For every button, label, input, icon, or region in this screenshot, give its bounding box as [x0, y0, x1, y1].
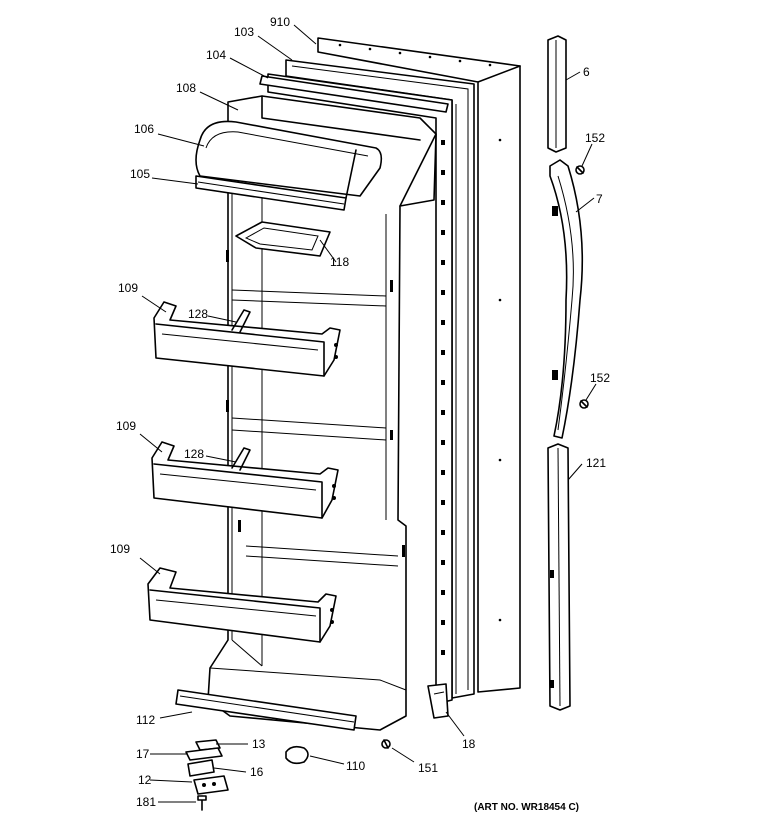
label-181: 181	[136, 795, 156, 809]
label-6: 6	[583, 65, 590, 79]
label-110: 110	[346, 759, 365, 773]
label-910: 910	[270, 15, 290, 29]
callout-labels: 910 103 104 108 106 105 118 109 128 109 …	[110, 15, 610, 813]
top-trim-strip	[259, 75, 449, 113]
label-108: 108	[176, 81, 196, 95]
label-109-lower: 109	[110, 542, 130, 556]
door-bin-lower	[147, 567, 337, 643]
door-liner	[207, 95, 437, 731]
handle-bottom-trim	[547, 443, 571, 711]
label-152-upper: 152	[585, 131, 605, 145]
label-128-upper: 128	[188, 307, 208, 321]
door-bin-upper	[153, 301, 341, 377]
bottom-hinge	[427, 683, 449, 719]
label-109-middle: 109	[116, 419, 136, 433]
label-128-middle: 128	[184, 447, 204, 461]
label-151: 151	[418, 761, 438, 775]
art-number: (ART NO. WR18454 C)	[474, 802, 579, 813]
label-106: 106	[134, 122, 154, 136]
hinge-cam	[285, 745, 309, 765]
door-handle	[549, 159, 584, 439]
door-bin-middle	[151, 441, 339, 519]
label-13: 13	[252, 737, 266, 751]
label-104: 104	[206, 48, 226, 62]
label-105: 105	[130, 167, 150, 181]
label-7: 7	[596, 192, 603, 206]
label-16: 16	[250, 765, 264, 779]
label-17: 17	[136, 747, 150, 761]
bottom-trim	[175, 689, 357, 731]
handle-top-trim	[547, 35, 567, 153]
label-12: 12	[138, 773, 152, 787]
label-109-upper: 109	[118, 281, 138, 295]
label-121: 121	[586, 456, 606, 470]
label-152-lower: 152	[590, 371, 610, 385]
label-112: 112	[136, 713, 155, 727]
label-103: 103	[234, 25, 254, 39]
outer-door-panel	[317, 37, 521, 693]
leader-lines	[139, 24, 597, 803]
label-18: 18	[462, 737, 476, 751]
label-118: 118	[330, 255, 349, 269]
screw-152-upper	[575, 165, 585, 175]
hinge-hardware-parts	[185, 739, 229, 811]
dairy-compartment-door	[195, 120, 383, 199]
egg-tray	[235, 221, 331, 257]
screw-151	[381, 739, 391, 749]
screw-152-lower	[579, 399, 589, 409]
